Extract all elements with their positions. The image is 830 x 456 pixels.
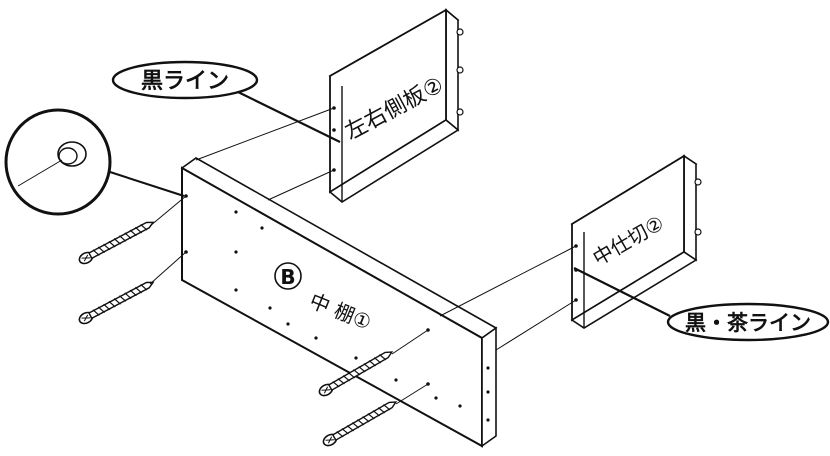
screw-icon: [76, 277, 157, 327]
middle-shelf-board: [180, 157, 498, 448]
screw-guide-lines: [149, 195, 429, 405]
screw-icon: [76, 217, 157, 267]
black-brown-line-callout: [573, 267, 830, 342]
black-brown-line-label: 黒・茶ライン: [685, 311, 811, 335]
black-line-label: 黒ライン: [141, 69, 229, 94]
side-panel: [328, 8, 464, 203]
part-letter-circle: [274, 262, 302, 290]
part-letter: B: [280, 265, 295, 289]
screw-icon: [320, 396, 400, 449]
middle-partition-panel: [570, 154, 702, 329]
alignment-lines: [195, 107, 577, 351]
magnified-hole-icon: [4, 108, 185, 216]
black-line-callout: [111, 60, 341, 143]
